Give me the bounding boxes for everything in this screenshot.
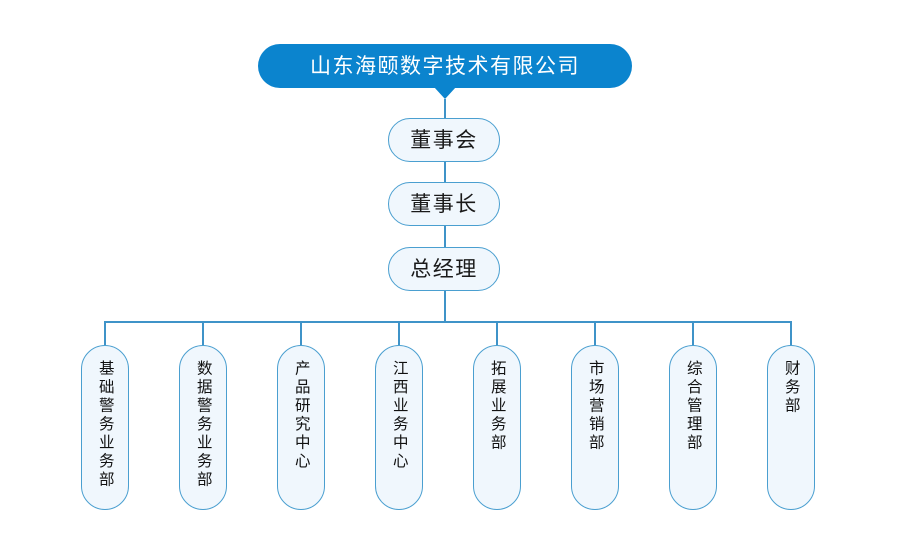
connector-department-3 <box>300 321 302 345</box>
org-node-chairman[interactable]: 董事长 <box>388 182 500 226</box>
connector-department-1 <box>104 321 106 345</box>
org-node-department-6[interactable]: 市场营销部 <box>571 345 619 510</box>
org-node-department-1[interactable]: 基础警务业务部 <box>81 345 129 510</box>
org-node-department-3[interactable]: 产品研究中心 <box>277 345 325 510</box>
connector-company-to-board <box>444 99 446 118</box>
org-node-department-2-label: 数据警务业务部 <box>194 360 212 490</box>
org-node-general-manager[interactable]: 总经理 <box>388 247 500 291</box>
connector-department-5 <box>496 321 498 345</box>
company-node-tail <box>434 87 456 99</box>
org-node-board-label: 董事会 <box>410 128 478 152</box>
connector-department-6 <box>594 321 596 345</box>
org-node-department-7[interactable]: 综合管理部 <box>669 345 717 510</box>
connector-department-7 <box>692 321 694 345</box>
connector-gm-to-bus <box>444 291 446 322</box>
org-node-general-manager-label: 总经理 <box>410 257 478 281</box>
connector-department-2 <box>202 321 204 345</box>
connector-department-bus <box>105 321 791 323</box>
org-node-department-6-label: 市场营销部 <box>586 360 604 453</box>
org-node-department-1-label: 基础警务业务部 <box>96 360 114 490</box>
org-node-department-2[interactable]: 数据警务业务部 <box>179 345 227 510</box>
org-node-department-4-label: 江西业务中心 <box>390 360 408 471</box>
org-node-department-7-label: 综合管理部 <box>684 360 702 453</box>
org-node-department-8[interactable]: 财务部 <box>767 345 815 510</box>
org-node-department-4[interactable]: 江西业务中心 <box>375 345 423 510</box>
org-node-company[interactable]: 山东海颐数字技术有限公司 <box>258 44 632 88</box>
org-node-department-3-label: 产品研究中心 <box>292 360 310 471</box>
connector-department-4 <box>398 321 400 345</box>
org-node-department-8-label: 财务部 <box>782 360 800 416</box>
connector-department-8 <box>790 321 792 345</box>
org-node-board[interactable]: 董事会 <box>388 118 500 162</box>
org-node-company-label: 山东海颐数字技术有限公司 <box>310 54 580 78</box>
connector-chairman-to-gm <box>444 226 446 247</box>
org-node-chairman-label: 董事长 <box>410 192 478 216</box>
org-node-department-5-label: 拓展业务部 <box>488 360 506 453</box>
org-node-department-5[interactable]: 拓展业务部 <box>473 345 521 510</box>
connector-board-to-chairman <box>444 162 446 182</box>
